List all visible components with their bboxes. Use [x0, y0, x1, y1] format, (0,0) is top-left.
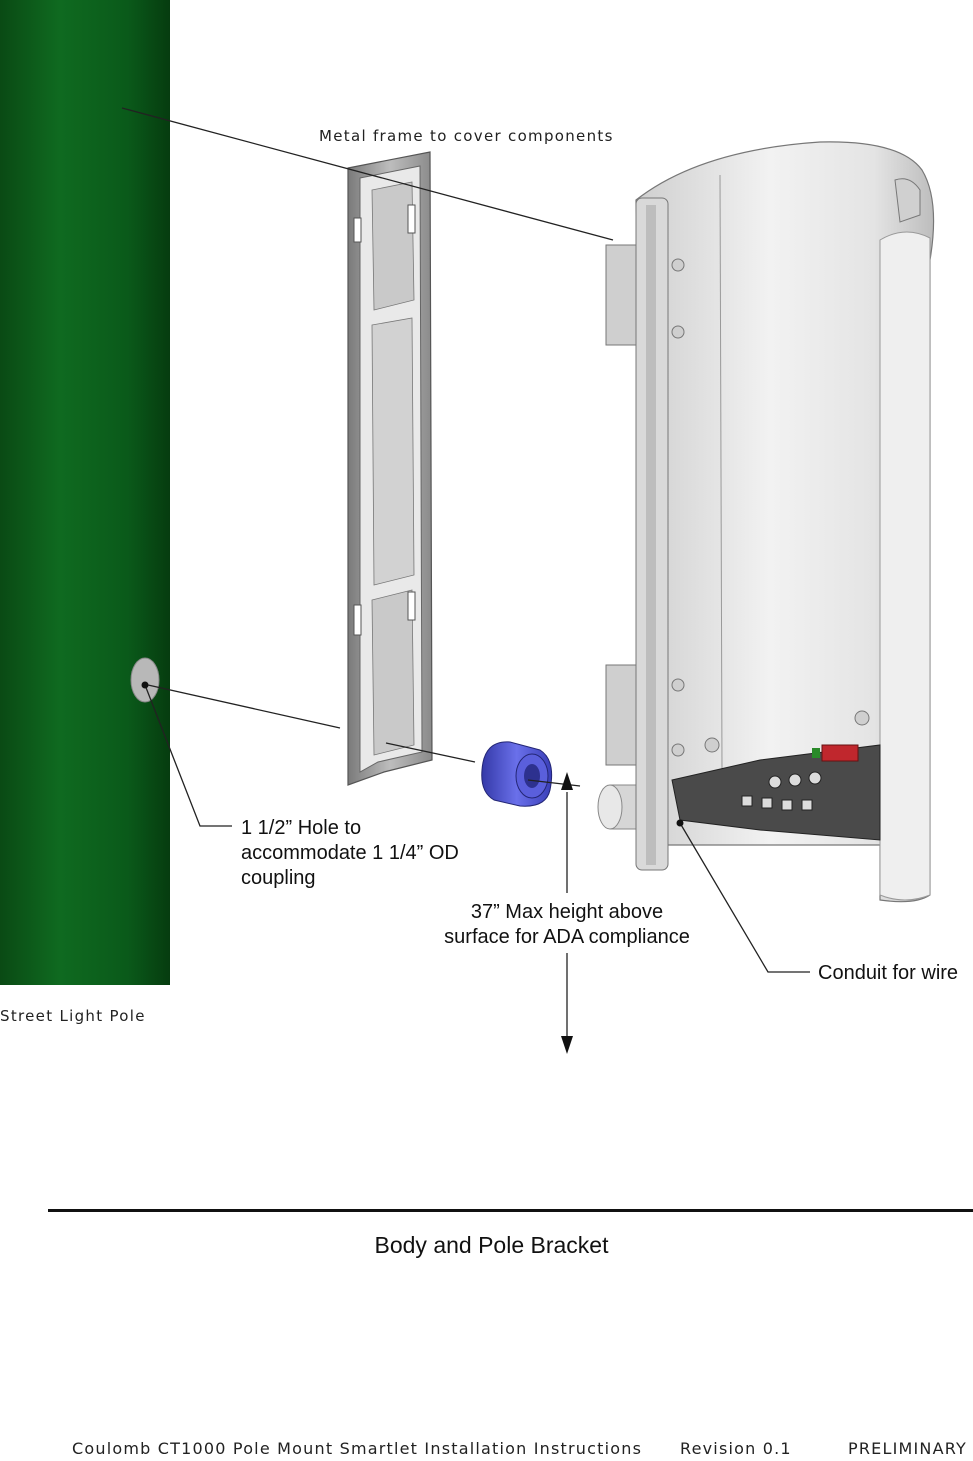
footer-revision: Revision 0.1 — [680, 1439, 792, 1458]
body-and-pole-bracket-illustration — [0, 0, 935, 1054]
footer-status: PRELIMINARY — [847, 1439, 967, 1458]
hole-label-line-1: 1 1/2” Hole to — [241, 817, 362, 839]
height-arrow-down — [561, 1036, 573, 1054]
coupling — [481, 741, 553, 807]
metal-frame-bracket — [347, 151, 433, 786]
hole-label-line-2: accommodate 1 1/4” OD — [241, 842, 459, 864]
height-arrow-up — [561, 772, 573, 790]
hole-leader-dot — [141, 681, 149, 689]
hole-label: 1 1/2” Hole to accommodate 1 1/4” OD cou… — [241, 816, 459, 891]
pole-hole — [130, 657, 160, 703]
smartlet-body-housing — [605, 141, 935, 903]
footer-document-title: Coulomb CT1000 Pole Mount Smartlet Insta… — [72, 1439, 643, 1458]
page-footer: Coulomb CT1000 Pole Mount Smartlet Insta… — [72, 1439, 967, 1461]
figure-caption: Body and Pole Bracket — [374, 1232, 609, 1258]
street-light-pole — [0, 0, 170, 985]
metal-frame-label: Metal frame to cover components — [319, 127, 614, 145]
conduit-leader-dot — [676, 819, 684, 827]
street-light-pole-label: Street Light Pole — [0, 1007, 146, 1025]
conduit-label: Conduit for wire — [818, 962, 959, 984]
height-label: 37” Max height above surface for ADA com… — [430, 900, 704, 950]
height-label-line-2: surface for ADA compliance — [444, 926, 690, 948]
height-label-line-1: 37” Max height above — [470, 901, 664, 923]
hole-label-line-3: coupling — [241, 867, 316, 889]
leader-lines — [121, 107, 810, 1040]
caption-divider — [48, 1209, 973, 1212]
